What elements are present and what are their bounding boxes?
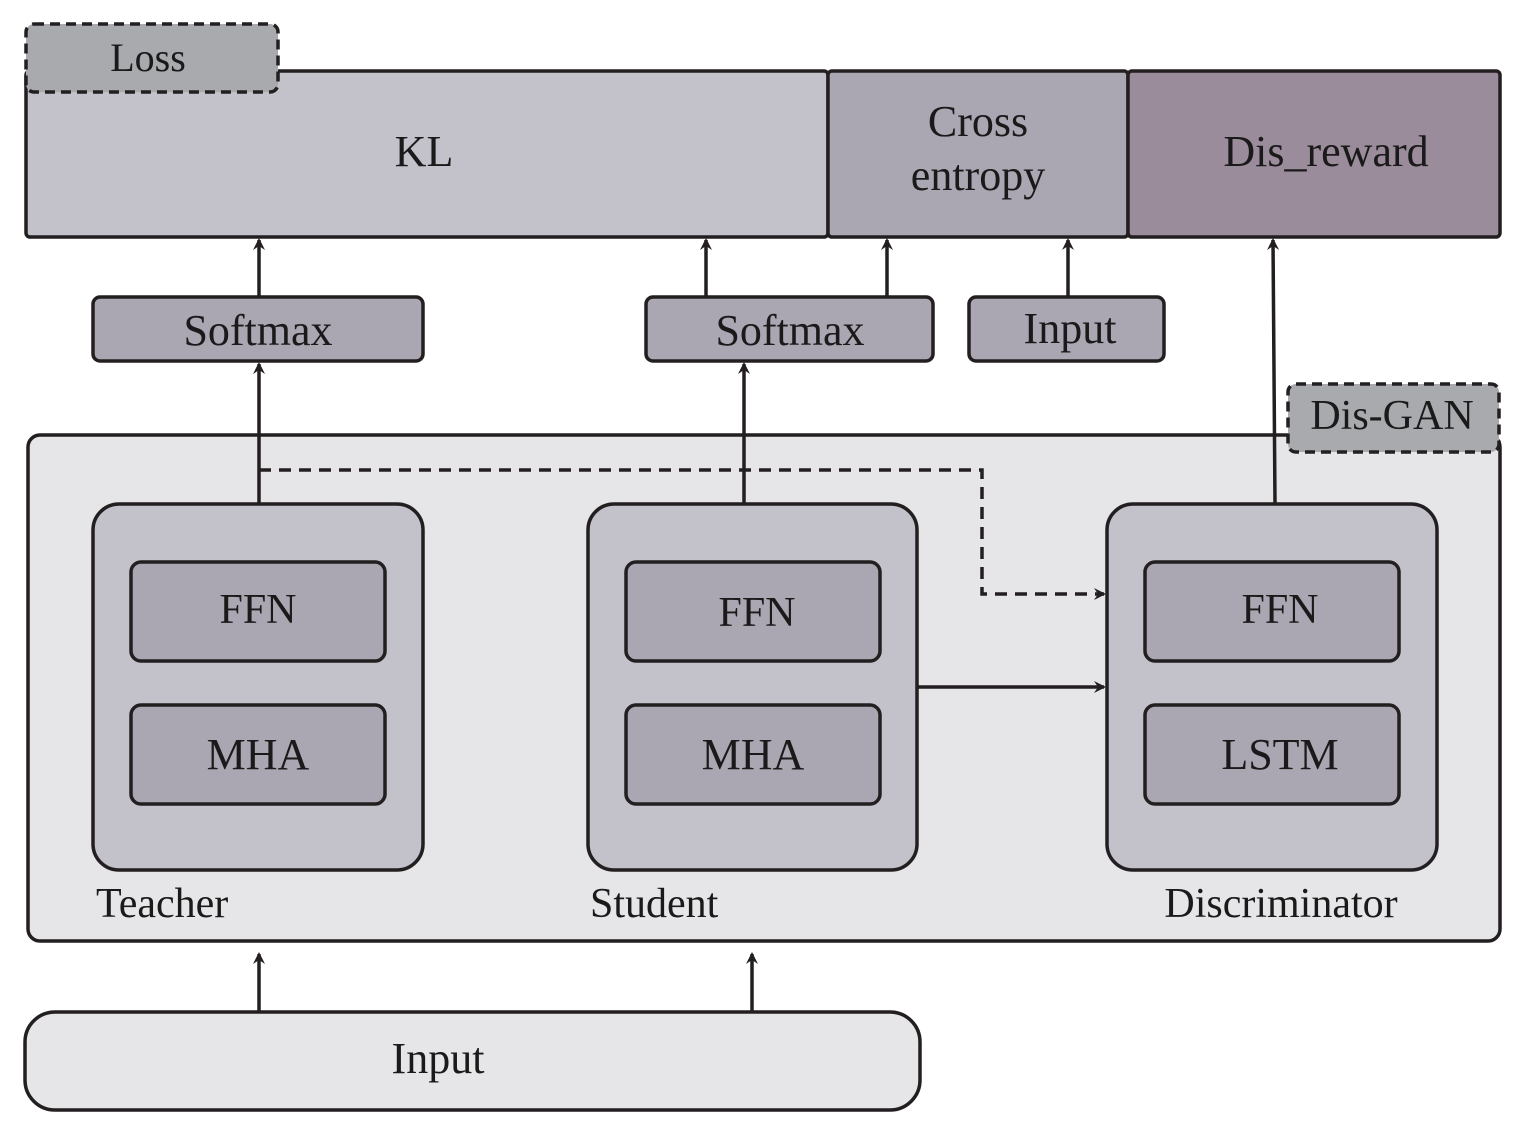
dis-gan-panel: FFN MHA Teacher FFN MHA Student FFN LSTM… xyxy=(26,382,1502,943)
discriminator-label: Discriminator xyxy=(1164,881,1397,927)
input-label-text: Input xyxy=(1024,304,1117,353)
discriminator-lstm-box xyxy=(1143,703,1401,806)
dashed-arrow-teacher-to-discriminator xyxy=(259,468,1106,600)
kl-label: KL xyxy=(395,127,454,176)
arrow-discriminator-to-dis-reward xyxy=(1267,238,1280,505)
teacher-label: Teacher xyxy=(96,881,228,927)
discriminator-ffn-label: FFN xyxy=(1241,587,1318,633)
teacher-mha-label: MHA xyxy=(207,730,310,779)
connectors xyxy=(253,238,1280,1012)
teacher-ffn-box xyxy=(129,560,387,663)
dis-gan-tag-label: Dis-GAN xyxy=(1310,393,1473,439)
student-module-box xyxy=(586,502,919,872)
teacher-module-box xyxy=(91,502,425,872)
loss-group: Loss KL Cross entropy Dis_reward xyxy=(24,22,1502,239)
dis-gan-tag-box xyxy=(1286,382,1501,454)
dis-reward-label: Dis_reward xyxy=(1223,127,1428,176)
teacher-ffn-label: FFN xyxy=(219,587,296,633)
softmax-student-label: Softmax xyxy=(715,306,864,355)
discriminator-module: FFN LSTM Discriminator xyxy=(1105,502,1439,927)
student-ffn-box xyxy=(624,560,882,663)
bottom-input-group: Input xyxy=(23,1010,922,1112)
loss-tag-box xyxy=(24,22,280,94)
bottom-input-label: Input xyxy=(392,1034,485,1083)
softmax-teacher-label: Softmax xyxy=(183,306,332,355)
student-module: FFN MHA Student xyxy=(586,502,919,927)
teacher-mha-box xyxy=(129,703,387,806)
discriminator-ffn-box xyxy=(1143,560,1401,663)
dis-reward-loss-box xyxy=(1126,69,1502,239)
student-ffn-label: FFN xyxy=(718,590,795,636)
student-mha-label: MHA xyxy=(702,730,805,779)
student-label: Student xyxy=(590,881,719,927)
discriminator-lstm-label: LSTM xyxy=(1221,730,1338,779)
student-mha-box xyxy=(624,703,882,806)
cross-entropy-label-line2: entropy xyxy=(911,151,1045,200)
cross-entropy-label-line1: Cross xyxy=(928,97,1028,146)
softmax-student-box xyxy=(644,295,935,363)
discriminator-module-box xyxy=(1105,502,1439,872)
teacher-module: FFN MHA Teacher xyxy=(91,502,425,927)
loss-tag-label: Loss xyxy=(110,35,186,80)
bottom-input-box xyxy=(23,1010,922,1112)
middle-row: Softmax Softmax Input xyxy=(91,295,1166,363)
